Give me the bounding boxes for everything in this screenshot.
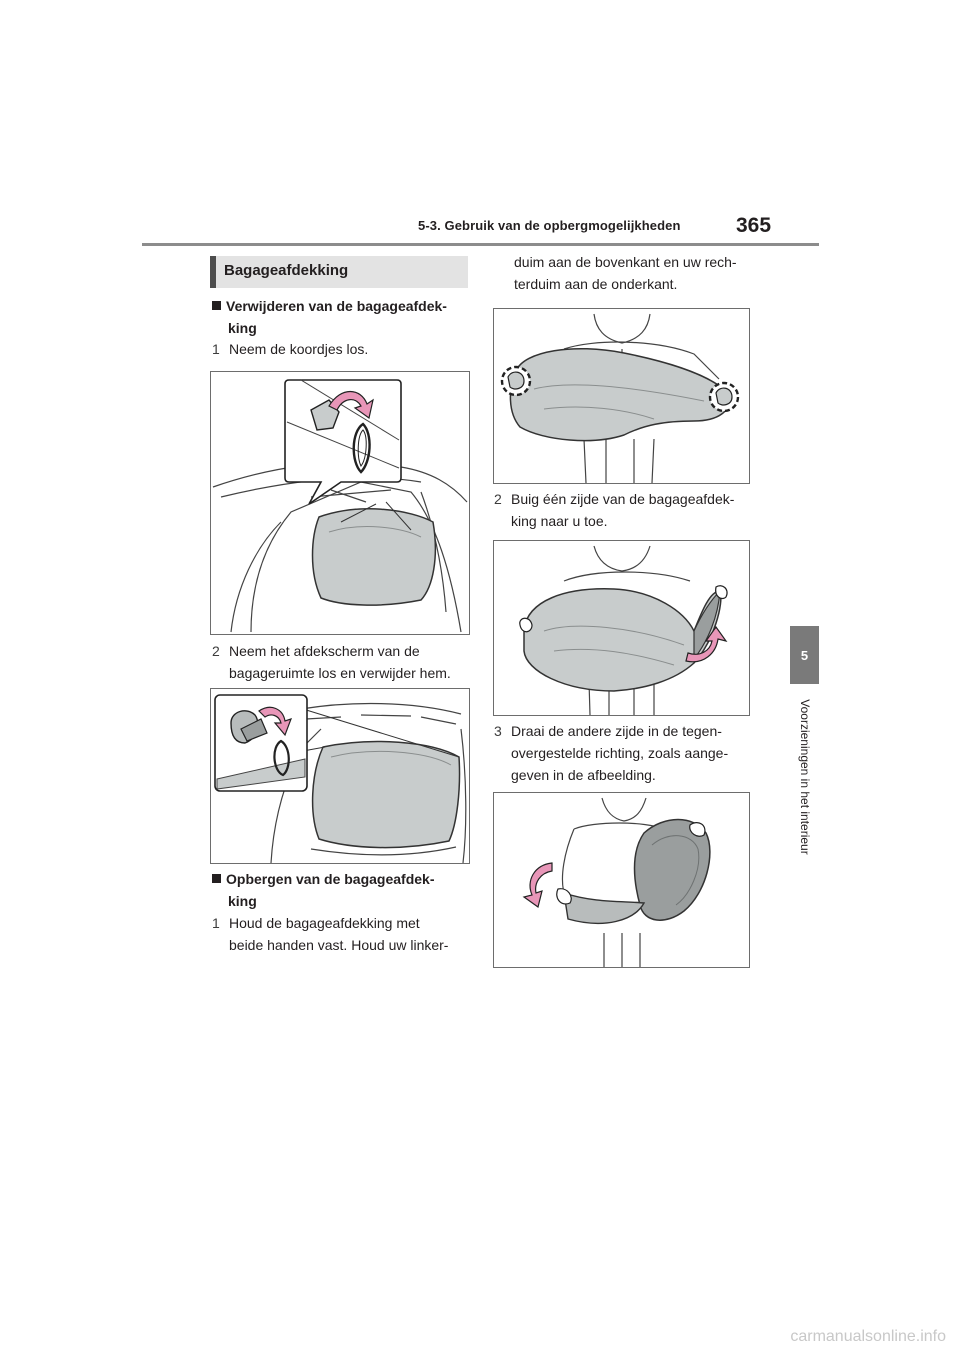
- step-text: Neem de koordjes los.: [229, 341, 369, 357]
- chapter-title-vertical: Voorzieningen in het interieur: [798, 699, 812, 855]
- figure-bend-cover-drawing: [519, 545, 728, 715]
- storage-step-3-line2: overgestelde richting, zoals aange-: [511, 745, 729, 761]
- storage-heading: Opbergen van de bagageafdek- king: [212, 868, 474, 912]
- step-number: 2: [212, 643, 220, 659]
- removal-step-1: 1 Neem de koordjes los.: [212, 338, 474, 360]
- storage-heading-text: Opbergen van de bagageafdek-: [226, 871, 435, 887]
- figure-bend-cover: [493, 540, 750, 716]
- continued-line1: duim aan de bovenkant en uw rech-: [514, 254, 737, 270]
- removal-heading-line1: Verwijderen van de bagageafdek-: [212, 295, 474, 317]
- figure-hold-cover: [493, 308, 750, 484]
- storage-heading-line1: Opbergen van de bagageafdek-: [212, 868, 474, 890]
- step-number: 2: [494, 491, 502, 507]
- step-text: Buig één zijde van de bagageafdek-: [511, 491, 735, 507]
- storage-step-2-line1: 2 Buig één zijde van de bagageafdek-: [494, 488, 756, 510]
- figure-twist-cover: [493, 792, 750, 968]
- section-title-bar: [210, 256, 216, 288]
- continued-line2: terduim aan de onderkant.: [514, 276, 678, 292]
- section-title-box: Bagageafdekking: [210, 256, 468, 288]
- storage-heading-line2: king: [228, 893, 257, 909]
- step-text: Draai de andere zijde in de tegen-: [511, 723, 722, 739]
- removal-step-2: 2 Neem het afdekscherm van de bagageruimt…: [212, 640, 474, 684]
- figure-remove-cover-drawing: [214, 694, 467, 863]
- square-bullet-icon: [212, 301, 221, 310]
- page-number: 365: [736, 214, 772, 237]
- step-number: 3: [494, 723, 502, 739]
- removal-heading: Verwijderen van de bagageafdek- king: [212, 295, 474, 339]
- storage-step-2-line2: king naar u toe.: [511, 513, 608, 529]
- header-rule: [142, 243, 819, 246]
- step-2-line2: bagageruimte los en verwijder hem.: [229, 665, 451, 681]
- removal-heading-text: Verwijderen van de bagageafdek-: [226, 298, 447, 314]
- figure-twist-cover-drawing: [522, 797, 711, 967]
- storage-step-3: 3 Draai de andere zijde in de tegen- over…: [494, 720, 756, 786]
- figure-hold-cover-drawing: [500, 313, 740, 483]
- storage-step-3-line1: 3 Draai de andere zijde in de tegen-: [494, 720, 756, 742]
- square-bullet-icon: [212, 874, 221, 883]
- step-text: Neem het afdekscherm van de: [229, 643, 420, 659]
- removal-heading-line2: king: [228, 320, 257, 336]
- storage-step-1-line2: beide handen vast. Houd uw linker-: [229, 937, 449, 953]
- figure-untie-cords: [210, 371, 470, 635]
- storage-step-1: 1 Houd de bagageafdekking met beide hande…: [212, 912, 474, 956]
- step-text: Houd de bagageafdekking met: [229, 915, 420, 931]
- step-2-line1: 2 Neem het afdekscherm van de: [212, 640, 474, 662]
- figure-remove-cover: [210, 688, 470, 864]
- footer-watermark: carmanualsonline.info: [0, 1320, 960, 1358]
- running-header-section: 5-3. Gebruik van de opbergmogelijkheden: [418, 218, 681, 233]
- storage-step-1-line1: 1 Houd de bagageafdekking met: [212, 912, 474, 934]
- step-number: 1: [212, 341, 220, 357]
- step-number: 1: [212, 915, 220, 931]
- storage-step-2: 2 Buig één zijde van de bagageafdek- king…: [494, 488, 756, 532]
- figure-untie-cords-drawing: [212, 379, 468, 633]
- storage-step-1-continued: duim aan de bovenkant en uw rech- terdui…: [514, 251, 776, 295]
- watermark-text: carmanualsonline.info: [790, 1328, 946, 1345]
- chapter-tab-number: 5: [800, 647, 809, 663]
- storage-step-3-line3: geven in de afbeelding.: [511, 767, 656, 783]
- section-title: Bagageafdekking: [224, 262, 349, 279]
- chapter-tab: 5: [790, 626, 819, 684]
